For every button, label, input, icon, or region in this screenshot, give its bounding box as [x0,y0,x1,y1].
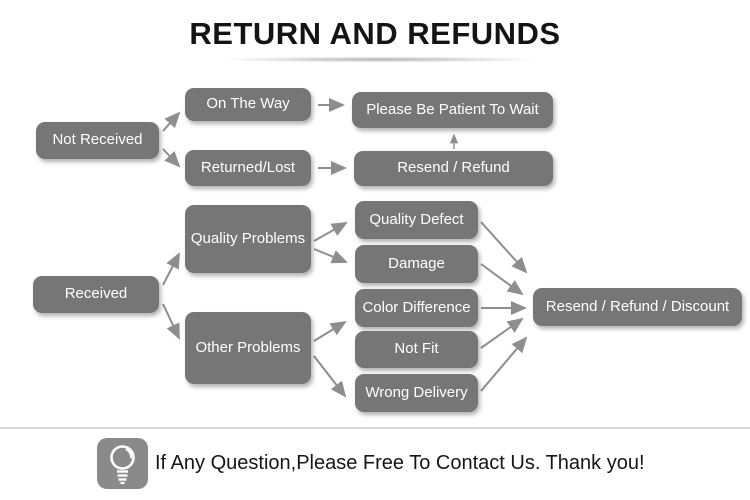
node-quality-defect: Quality Defect [355,201,478,239]
arrow-damage-to-final [480,263,524,296]
footer-message: If Any Question,Please Free To Contact U… [155,452,645,474]
arrow-not-received-to-on-the-way [162,111,181,132]
node-wrong-delivery: Wrong Delivery [355,374,478,412]
flow-arrows [162,98,528,398]
node-other-problems: Other Problems [185,312,311,384]
node-not-received: Not Received [36,122,159,159]
node-returned-lost: Returned/Lost [185,150,311,186]
node-received: Received [33,276,159,313]
arrow-other-problems-to-wrong-delivery [313,355,347,398]
node-quality-problems: Quality Problems [185,205,311,273]
arrow-quality-problems-to-quality-defect [313,222,348,242]
arrow-quality-problems-to-damage [313,248,348,264]
lightbulb-icon [97,438,148,489]
arrow-other-problems-to-color-difference [313,320,347,342]
footer-divider [0,427,750,429]
arrow-wrong-delivery-to-final [480,336,528,392]
arrow-not-fit-to-final [480,317,524,349]
node-resend-refund-discount: Resend / Refund / Discount [533,288,742,326]
node-not-fit: Not Fit [355,331,478,368]
node-damage: Damage [355,245,478,283]
arrow-received-to-other-problems [162,303,180,340]
node-on-the-way: On The Way [185,88,311,121]
arrow-not-received-to-returned-lost [162,148,181,168]
arrow-quality-defect-to-final [480,221,528,274]
node-resend-refund: Resend / Refund [354,151,553,186]
node-color-difference: Color Difference [355,289,478,327]
title-underline [157,56,601,63]
page-title: RETURN AND REFUNDS [189,16,561,51]
node-please-be-patient: Please Be Patient To Wait [352,92,553,128]
arrow-received-to-quality-problems [162,252,180,286]
